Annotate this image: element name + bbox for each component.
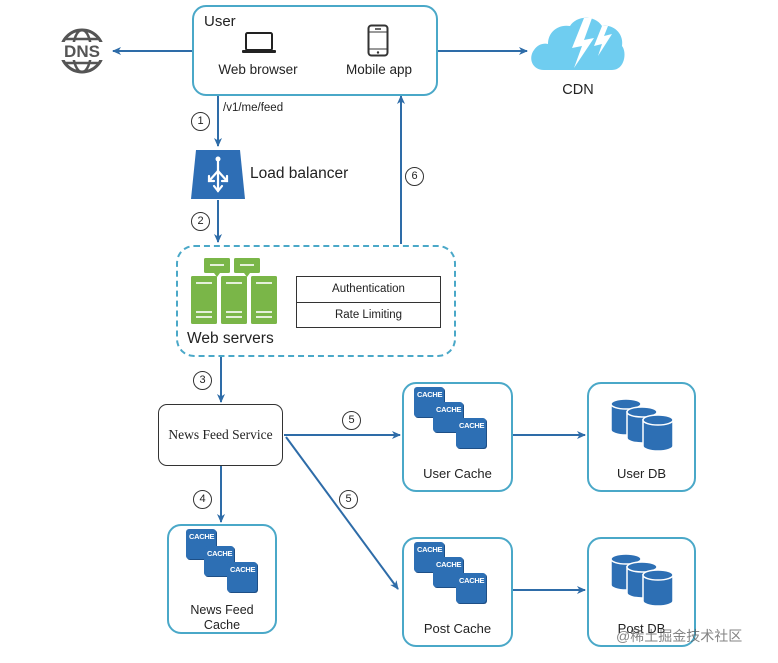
- tablet-icon: [367, 24, 389, 57]
- post-db-label: Post DB: [617, 621, 666, 636]
- web-servers-group: [176, 245, 456, 357]
- laptop-icon: [242, 32, 276, 53]
- step-3-marker: 3: [193, 371, 212, 390]
- step-5a-marker: 5: [342, 411, 361, 430]
- step-5b-marker: 5: [339, 490, 358, 509]
- cache-tile: CACHE: [227, 562, 257, 592]
- step-4-marker: 4: [193, 490, 212, 509]
- post-cache-node[interactable]: CACHE CACHE CACHE Post Cache: [402, 537, 513, 647]
- cache-stack-icon: CACHE CACHE CACHE: [414, 387, 494, 462]
- mobile-app-label: Mobile app: [345, 62, 413, 77]
- web-servers-label: Web servers: [187, 330, 274, 347]
- web-servers-node[interactable]: Web servers: [187, 256, 285, 351]
- cache-stack-icon: CACHE CACHE CACHE: [414, 542, 494, 617]
- user-cache-label: User Cache: [423, 466, 492, 481]
- dns-label: DNS: [64, 42, 100, 61]
- mobile-app-client[interactable]: Mobile app: [334, 24, 424, 84]
- step-1-marker: 1: [191, 112, 210, 131]
- database-icon: [610, 398, 674, 452]
- cdn-node: CDN: [528, 12, 628, 102]
- rate-limiting-row: Rate Limiting: [334, 309, 403, 321]
- post-cache-label: Post Cache: [423, 621, 492, 636]
- news-feed-cache-label-line1: News Feed: [190, 603, 254, 617]
- post-db-node[interactable]: Post DB: [587, 537, 696, 647]
- cache-stack-icon: CACHE CACHE CACHE: [186, 529, 266, 604]
- load-balancer-node[interactable]: Load balancer: [190, 149, 365, 201]
- load-balancer-icon: [191, 150, 245, 199]
- user-db-label: User DB: [616, 466, 667, 481]
- user-db-node[interactable]: User DB: [587, 382, 696, 492]
- news-feed-service-label: News Feed Service: [168, 427, 273, 442]
- cache-tile: CACHE: [456, 573, 486, 603]
- web-browser-client[interactable]: Web browser: [208, 27, 308, 82]
- load-balancer-label: Load balancer: [250, 165, 349, 182]
- endpoint-label: /v1/me/feed: [223, 102, 284, 114]
- edge-news-feed-service-to-post-cache: [285, 436, 399, 590]
- step-6-marker: 6: [405, 167, 424, 186]
- watermark: @稀土掘金技术社区: [616, 628, 743, 644]
- step-2-marker: 2: [191, 212, 210, 231]
- cache-tile: CACHE: [456, 418, 486, 448]
- web-browser-label: Web browser: [218, 62, 298, 77]
- globe-icon: DNS: [59, 28, 105, 74]
- user-title: User: [204, 13, 236, 30]
- news-feed-cache-label-line2: Cache: [203, 618, 241, 632]
- news-feed-cache-node[interactable]: CACHE CACHE CACHE News Feed Cache: [167, 524, 277, 634]
- cdn-label: CDN: [562, 82, 594, 98]
- user-box: User Web browser Mobile app: [192, 5, 438, 96]
- server-rack-icon: [191, 258, 277, 324]
- dns-node: DNS: [56, 27, 108, 75]
- database-icon: [610, 553, 674, 607]
- authentication-row: Authentication: [297, 277, 440, 303]
- middleware-table: Authentication Rate Limiting: [296, 276, 441, 328]
- cloud-lightning-icon: [531, 17, 625, 70]
- user-cache-node[interactable]: CACHE CACHE CACHE User Cache: [402, 382, 513, 492]
- news-feed-service-node[interactable]: News Feed Service: [158, 404, 283, 466]
